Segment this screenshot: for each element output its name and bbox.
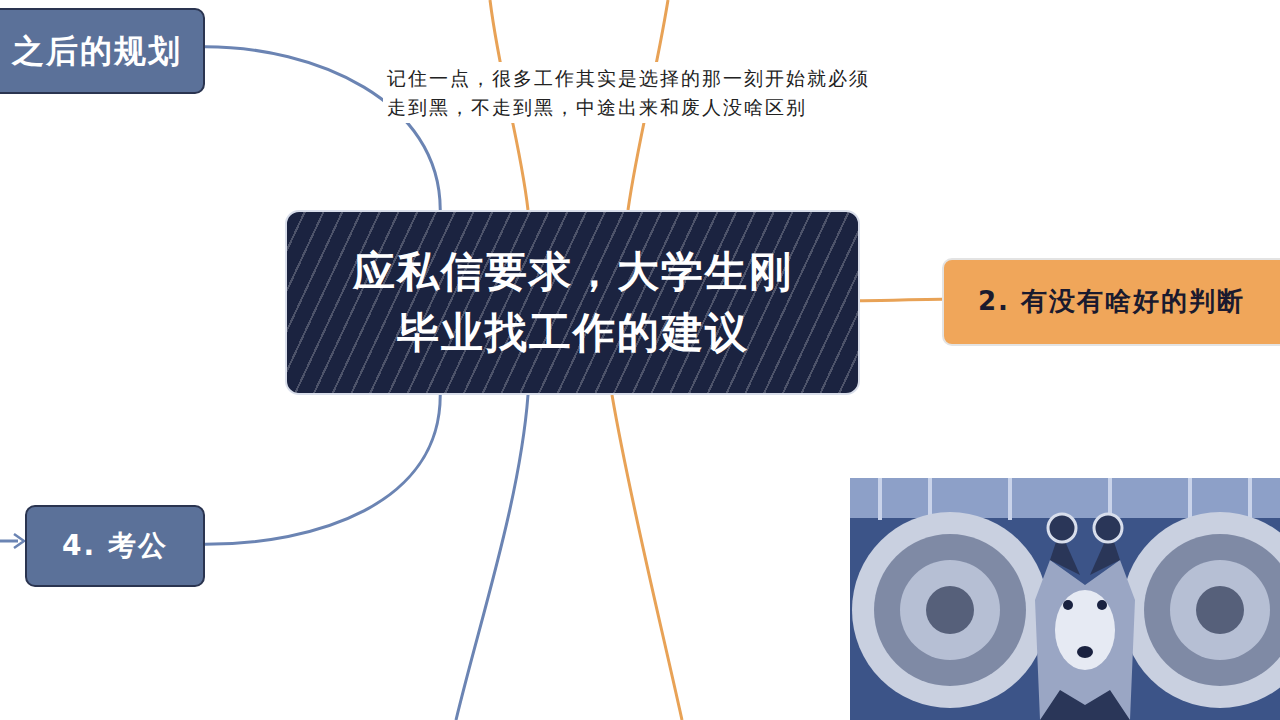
node-text: 4. 考公 xyxy=(62,526,168,567)
node-text: 之后的规划 xyxy=(12,28,182,74)
branch-box: 4. 考公 xyxy=(25,505,205,587)
branch-box: 之后的规划 xyxy=(0,8,205,94)
note-text: 记住一点，很多工作其实是选择的那一刻开始就必须 走到黑，不走到黑，中途出来和废人… xyxy=(383,62,883,123)
branch-line xyxy=(456,395,528,720)
branch-line xyxy=(0,540,18,543)
branch-connector xyxy=(860,299,942,300)
branch-box: 2. 有没有啥好的判断 xyxy=(942,258,1280,346)
node-text: 应私信要求，大学生刚 毕业找工作的建议 xyxy=(350,242,796,364)
arrow-head xyxy=(14,534,24,548)
node-text: 2. 有没有啥好的判断 xyxy=(978,283,1245,321)
branch-connector xyxy=(205,395,440,544)
root-box: 应私信要求，大学生刚 毕业找工作的建议 xyxy=(285,210,860,395)
branch-line xyxy=(612,395,682,720)
fox-binoculars-picture xyxy=(850,478,1280,720)
